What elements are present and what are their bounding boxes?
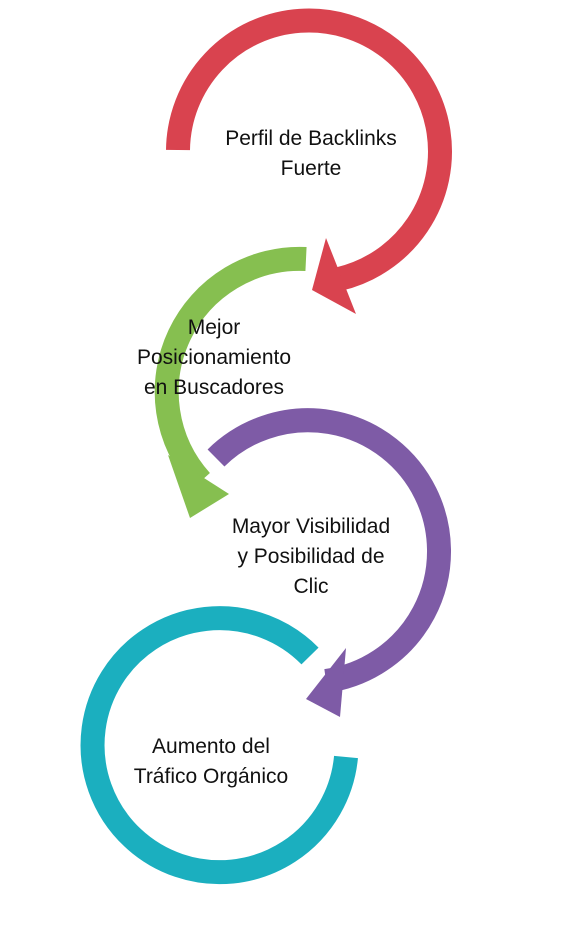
step-4-ring: [80, 606, 358, 885]
step-4-line-2: Tráfico Orgánico: [133, 765, 289, 788]
step-2-arc: [154, 246, 307, 490]
step-2-arrow: [154, 246, 307, 518]
step-1-arrow: [166, 8, 452, 314]
step-3-line-3: Clic: [293, 575, 329, 598]
step-4-arc: [80, 606, 358, 885]
step-1-arc: [166, 8, 452, 291]
step-1-label: Perfil de Backlinks Fuerte: [196, 124, 426, 184]
step-2-line-3: en Buscadores: [143, 376, 285, 399]
step-1-arrowhead: [312, 238, 356, 314]
step-2-arrowhead: [168, 455, 229, 518]
step-3-arrowhead: [306, 648, 346, 717]
step-3-label: Mayor Visibilidad y Posibilidad de Clic: [196, 512, 426, 602]
step-2-line-1: Mejor: [187, 316, 241, 339]
step-3-arc: [207, 408, 451, 693]
step-3-line-1: Mayor Visibilidad: [231, 515, 391, 538]
step-3-arrow: [207, 408, 451, 717]
step-1-line-2: Fuerte: [280, 157, 342, 180]
step-2-line-2: Posicionamiento: [136, 346, 292, 369]
step-3-line-2: y Posibilidad de: [237, 545, 385, 568]
step-4-label: Aumento del Tráfico Orgánico: [96, 732, 326, 792]
step-4-line-1: Aumento del: [152, 735, 270, 758]
step-1-line-1: Perfil de Backlinks: [225, 127, 397, 150]
step-2-label: Mejor Posicionamiento en Buscadores: [99, 313, 329, 403]
